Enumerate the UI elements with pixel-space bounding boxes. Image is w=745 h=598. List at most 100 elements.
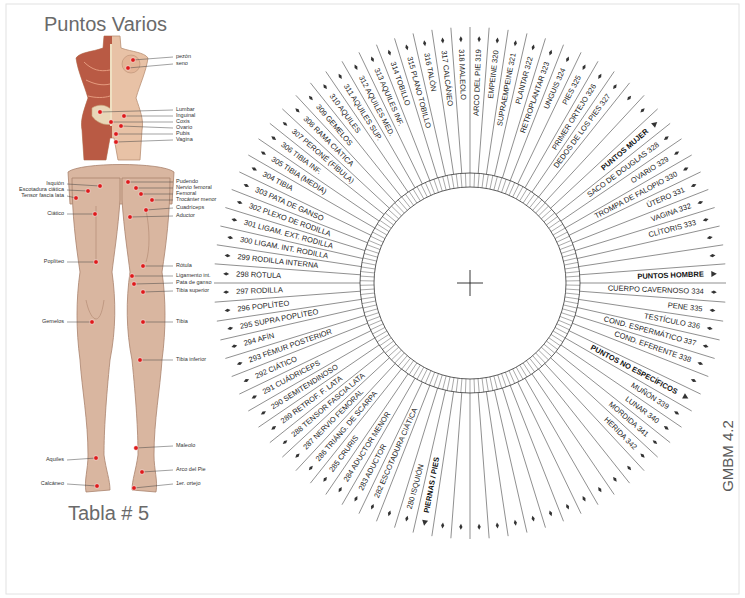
ring-tick — [447, 377, 450, 391]
leader-line — [134, 484, 173, 488]
ring-tick — [370, 236, 383, 242]
point-dot — [94, 456, 99, 461]
ring-tick — [563, 258, 577, 261]
ring-tick — [360, 280, 374, 281]
ring-tick — [566, 276, 580, 278]
slot-diamond — [709, 308, 715, 312]
ring-tick — [361, 272, 375, 273]
leader-line — [136, 446, 173, 448]
slot-diamond — [337, 73, 343, 80]
leader-line — [134, 283, 173, 284]
section-header: PIERNAS / PIES — [423, 457, 441, 514]
point-label: SUPRAEMPEINE 321 — [496, 52, 517, 126]
ring-tick — [502, 374, 507, 387]
spoke-line — [376, 385, 429, 521]
ring-tick — [388, 209, 398, 218]
leader-line — [130, 216, 173, 217]
ring-tick — [395, 353, 405, 363]
slot-diamond — [639, 107, 646, 114]
ring-tick — [565, 267, 579, 269]
point-label: PENE 335 — [667, 302, 703, 313]
leader-line — [67, 214, 95, 215]
section-header: PUNTOS HOMBRE — [637, 271, 704, 281]
leader-line — [143, 266, 173, 267]
point-dot — [119, 124, 124, 129]
ring-tick — [544, 213, 555, 222]
leader-line — [121, 126, 173, 128]
anatomy-label: Calcáneo — [41, 481, 64, 487]
spoke-line — [518, 382, 581, 514]
anatomy-label: Nervio femoral — [176, 185, 212, 191]
point-label: 296 POPLÍTEO — [237, 300, 290, 313]
ring-tick — [447, 175, 450, 189]
ring-tick — [474, 173, 476, 187]
ring-tick — [566, 289, 580, 291]
leader-line — [146, 208, 173, 210]
slot-diamond — [243, 378, 250, 383]
ring-tick — [490, 377, 493, 391]
section-triangle — [421, 520, 428, 527]
slot-diamond — [243, 183, 250, 188]
slot-diamond — [223, 290, 229, 293]
leader-line — [67, 190, 88, 191]
ring-tick — [516, 367, 523, 379]
ring-tick — [370, 324, 383, 330]
ring-tick — [560, 245, 573, 250]
ring-tick — [363, 258, 377, 261]
ring-tick — [402, 358, 411, 369]
ring-tick — [421, 369, 427, 382]
anatomy-label: Pata de ganso — [176, 280, 211, 286]
ring-tick — [430, 372, 435, 385]
point-dot — [74, 196, 79, 201]
slot-diamond — [702, 344, 709, 349]
slot-diamond — [459, 524, 462, 530]
section-triangle — [651, 120, 659, 128]
slot-diamond — [702, 218, 709, 223]
spoke-line — [470, 393, 471, 539]
slot-diamond — [308, 95, 314, 102]
slot-diamond — [711, 290, 717, 293]
muscle-lines — [84, 62, 110, 98]
ring-tick — [564, 262, 578, 265]
ring-tick — [564, 301, 578, 304]
ring-tick — [398, 356, 407, 367]
leader-line — [116, 134, 173, 135]
ring-tick — [558, 320, 571, 325]
ring-tick — [443, 376, 446, 390]
ring-tick — [541, 347, 551, 356]
point-dot — [141, 290, 146, 295]
point-dot — [141, 320, 146, 325]
slot-diamond — [223, 272, 229, 275]
point-dot — [90, 320, 95, 325]
anatomy-label: seno — [176, 61, 188, 67]
point-label: 318 MALEOLO — [458, 49, 467, 100]
ring-tick — [546, 341, 557, 349]
ring-tick — [513, 184, 519, 197]
leader-line — [140, 360, 173, 361]
slot-diamond — [673, 150, 680, 156]
ring-tick — [391, 350, 401, 360]
ring-tick — [557, 236, 570, 242]
ring-tick — [498, 375, 502, 388]
table-caption: Tabla # 5 — [68, 503, 149, 523]
ring-tick — [362, 301, 376, 304]
anatomy-label: Pubis — [176, 131, 190, 137]
ring-tick — [505, 181, 510, 194]
anatomy-label: Gemelos — [42, 319, 64, 325]
slot-diamond — [513, 40, 517, 46]
slot-diamond — [441, 522, 445, 528]
ring-tick — [434, 374, 439, 387]
ring-tick — [560, 316, 573, 321]
anatomy-label: Lumbar — [176, 107, 195, 113]
spoke-line — [525, 378, 598, 504]
slot-diamond — [370, 503, 375, 510]
spoke-line — [214, 283, 360, 284]
slot-diamond — [639, 452, 646, 459]
slot-diamond — [387, 49, 392, 56]
slot-diamond — [260, 150, 267, 156]
anatomy-label: Escotadura ciática — [19, 187, 64, 193]
anatomy-label: Coxis — [176, 119, 190, 125]
anatomy-label: Tibia superior — [176, 288, 209, 294]
ring-tick — [539, 206, 549, 216]
